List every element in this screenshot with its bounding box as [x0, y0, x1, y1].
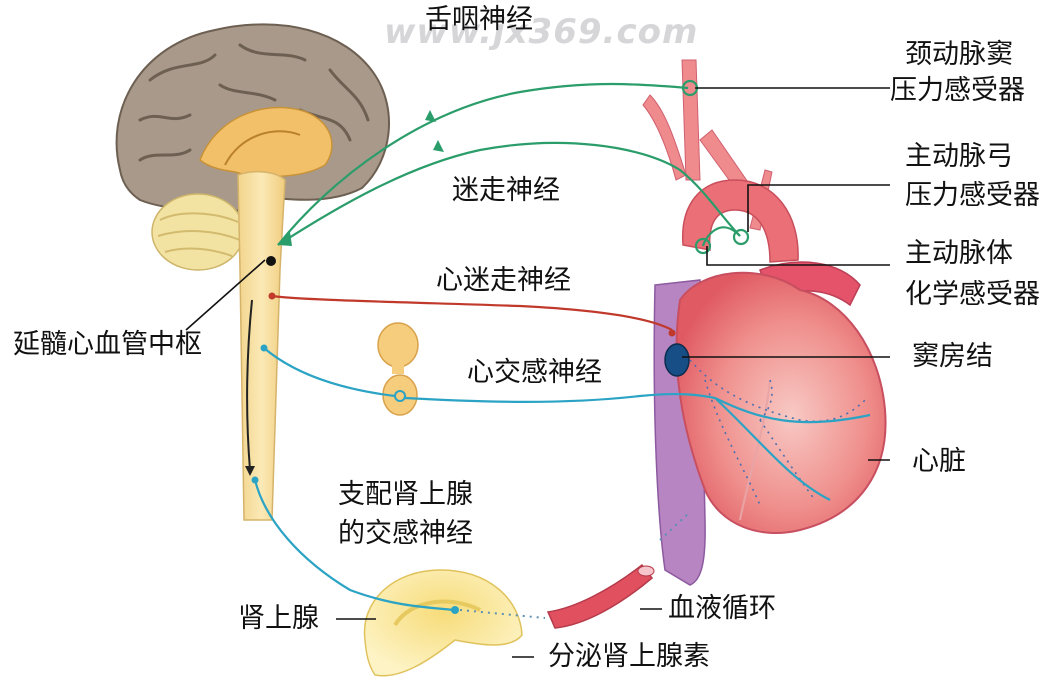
label-aortic-arch-line2: 压力感受器: [905, 181, 1040, 211]
blood-vessel: [548, 565, 652, 628]
label-adrenal-sympathetic-line1: 支配肾上腺: [338, 480, 473, 510]
label-blood-circulation: 血液循环: [668, 594, 776, 624]
label-carotid-sinus-line2: 压力感受器: [890, 76, 1025, 106]
cerebellum: [152, 194, 244, 270]
label-adrenal-gland: 肾上腺: [238, 604, 319, 634]
sinoatrial-node: [665, 344, 689, 376]
label-cardiac-vagus-nerve: 心迷走神经: [436, 266, 571, 296]
label-sinoatrial-node: 窦房结: [912, 342, 993, 372]
label-adrenaline-secretion: 分泌肾上腺素: [548, 642, 710, 672]
label-heart: 心脏: [912, 447, 966, 477]
label-aortic-body-line2: 化学感受器: [905, 280, 1040, 310]
label-carotid-sinus-line1: 颈动脉窦: [905, 40, 1013, 70]
cardiac-vagus-nerve: [269, 293, 676, 337]
label-cardiac-sympathetic-nerve: 心交感神经: [467, 358, 602, 388]
label-medulla-cardiovascular-center: 延髓心血管中枢: [13, 330, 202, 360]
label-adrenal-sympathetic-line2: 的交感神经: [338, 519, 473, 549]
medulla-center-dot: [266, 256, 276, 266]
label-glossopharyngeal-nerve: 舌咽神经: [425, 5, 533, 35]
heart-illustration: [643, 60, 886, 585]
label-aortic-arch-line1: 主动脉弓: [905, 142, 1013, 172]
label-vagus-nerve: 迷走神经: [452, 176, 560, 206]
label-aortic-body-line1: 主动脉体: [905, 239, 1013, 269]
adrenal-gland: [365, 570, 522, 676]
